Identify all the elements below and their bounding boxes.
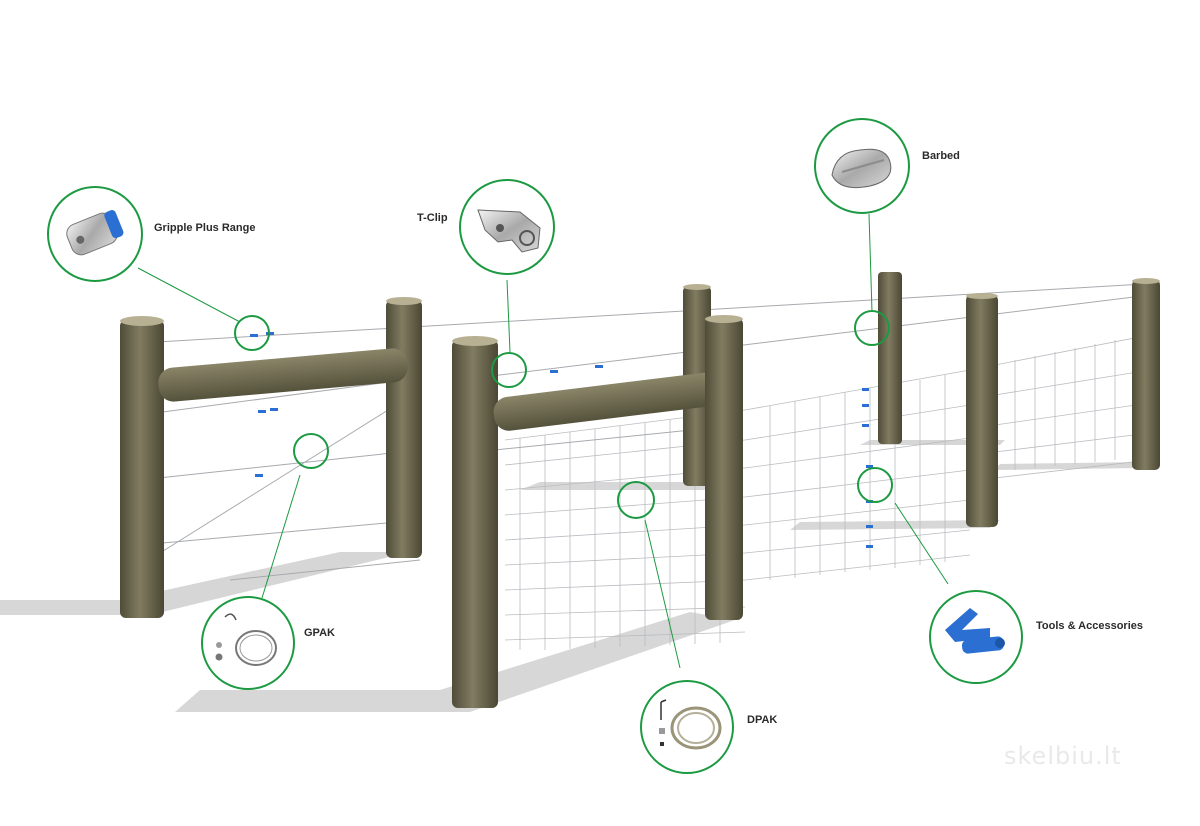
rail-left	[158, 348, 408, 402]
leader-lines	[137, 213, 949, 669]
tclip-icon	[477, 209, 541, 253]
post-barbed	[878, 272, 902, 444]
rail-center	[493, 371, 733, 431]
gpak-wire-icon	[215, 613, 277, 666]
callout-dpak	[640, 680, 734, 774]
point-gripple-plus	[234, 315, 270, 351]
callout-tools	[929, 590, 1023, 684]
post-center-right	[705, 318, 743, 620]
gripple-plus-icon	[66, 210, 124, 256]
point-tools	[857, 467, 893, 503]
label-tools: Tools & Accessories	[1036, 620, 1143, 632]
label-dpak: DPAK	[747, 714, 778, 726]
post-left-front	[120, 320, 164, 618]
post-center-front	[452, 340, 498, 708]
mesh-fence	[504, 334, 1151, 650]
fence-posts	[120, 272, 1160, 708]
point-dpak	[617, 481, 655, 519]
label-tclip: T-Clip	[417, 212, 448, 224]
callout-barbed	[814, 118, 910, 214]
post-left-back	[386, 300, 422, 558]
point-tclip	[491, 352, 527, 388]
watermark: skelbiu.lt	[1004, 742, 1122, 770]
post-right-end	[1132, 280, 1160, 470]
line-wires	[139, 282, 1161, 581]
callout-gpak	[201, 596, 295, 690]
point-gpak	[293, 433, 329, 469]
label-barbed: Barbed	[922, 150, 960, 162]
post-right-mid	[966, 295, 998, 527]
wire-point-circles	[234, 310, 893, 519]
label-gripple-plus: Gripple Plus Range	[154, 222, 256, 234]
point-barbed	[854, 310, 890, 346]
callout-tclip	[459, 179, 555, 275]
label-gpak: GPAK	[304, 627, 335, 639]
callout-gripple-plus	[47, 186, 143, 282]
tools-icon	[945, 608, 1005, 654]
dpak-wire-icon	[659, 699, 722, 750]
barbed-gripple-icon	[831, 148, 892, 189]
